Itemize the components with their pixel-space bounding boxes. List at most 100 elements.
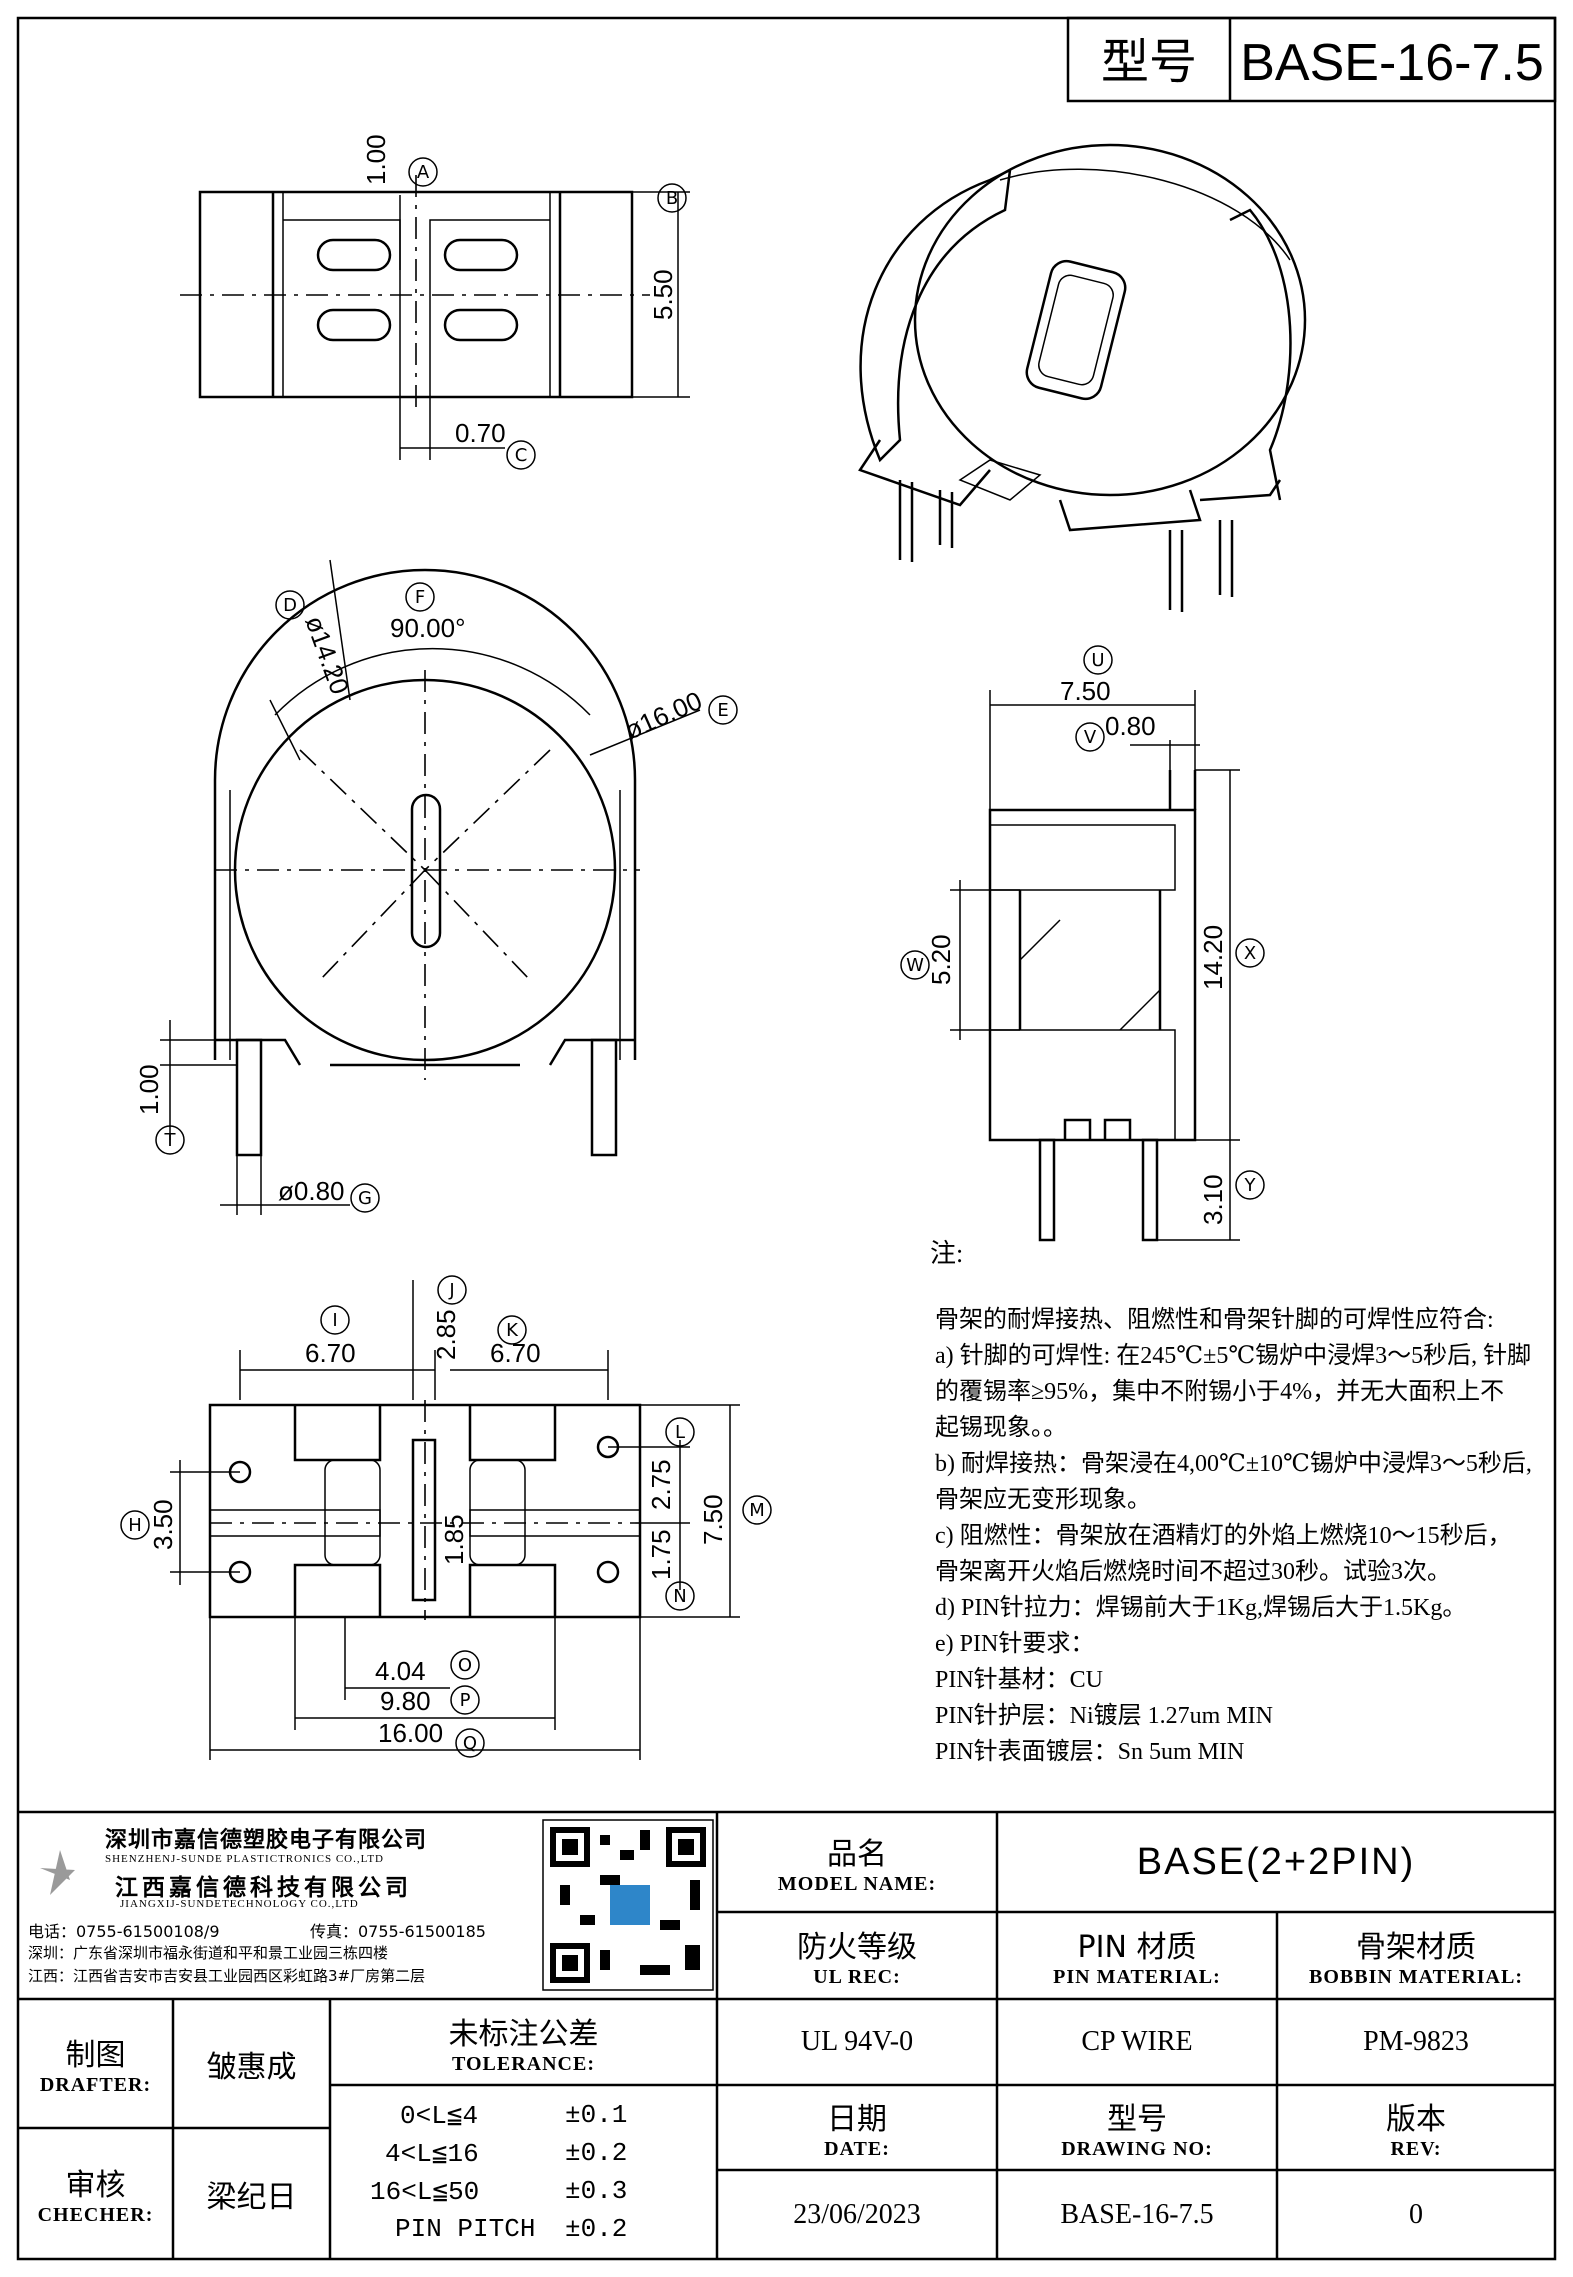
checker-value-cell: 梁纪日 (173, 2128, 330, 2259)
tolerance-header: 未标注公差 TOLERANCE: (330, 1999, 717, 2085)
tol-value-1: ±0.1 (565, 2100, 628, 2130)
note-line: PIN针基材：CU (935, 1667, 1104, 1693)
drawing-no-value-cell: BASE-16-7.5 (997, 2170, 1277, 2259)
bottom-view: 6.70 2.85 6.70 3.50 1.85 2.75 1.75 7.50 … (120, 1275, 772, 1760)
date-en: DATE: (824, 2138, 890, 2160)
spec-table-grid (18, 1810, 1555, 2259)
drafter-value: 皱惠成 (206, 2049, 297, 2085)
bobbin-cn: 骨架材质 (1356, 1930, 1476, 1965)
note-line: e) PIN针要求： (935, 1631, 1095, 1657)
date-header: 日期 DATE: (717, 2085, 997, 2170)
type-label: 型号 (1101, 34, 1197, 90)
dim-bottom-1-75: 1.75 (646, 1529, 676, 1580)
title-block: 型号 BASE-16-7.5 (1066, 16, 1557, 103)
note-line: PIN针护层：Ni镀层 1.27um MIN (935, 1703, 1274, 1729)
company-name-jx: 江西嘉信德科技有限公司 (115, 1875, 412, 1901)
note-line: PIN针表面镀层：Sn 5um MIN (935, 1739, 1245, 1765)
drawing-border (16, 16, 1557, 2261)
balloon-c: C (515, 445, 528, 466)
note-line: a) 针脚的可焊性: 在245℃±5℃锡炉中浸焊3～5秒后, 针脚 (935, 1343, 1532, 1369)
ul-value: UL 94V-0 (800, 2026, 914, 2057)
dim-top-5-50: 5.50 (648, 269, 678, 320)
top-view: 1.00 5.50 0.70 A B C (180, 134, 690, 470)
balloon-k: K (506, 1320, 519, 1341)
company-name-jx-en: JIANGXIJ-SUNDETECHNOLOGY CO.,LTD (120, 1898, 359, 1910)
tol-range-3: 16<L≦50 (370, 2177, 480, 2207)
ul-cn: 防火等级 (797, 1930, 917, 1965)
dim-top-1-00: 1.00 (361, 134, 391, 185)
model-name-cn: 品名 (827, 1836, 887, 1872)
dim-front-1-00: 1.00 (134, 1064, 164, 1115)
balloon-n: N (673, 1586, 686, 1607)
model-name-en: MODEL NAME: (777, 1872, 937, 1895)
bobbin-en: BOBBIN MATERIAL: (1309, 1966, 1523, 1988)
tol-value-3: ±0.3 (565, 2176, 628, 2206)
drawing-no-header: 型号 DRAWING NO: (997, 2085, 1277, 2170)
tol-range-1: 0<L≦4 (400, 2101, 479, 2131)
balloon-e: E (717, 700, 728, 721)
rev-cn: 版本 (1386, 2102, 1446, 2137)
drafter-en: DRAFTER: (39, 2074, 152, 2096)
rev-header: 版本 REV: (1277, 2085, 1555, 2170)
tol-value-2: ±0.2 (565, 2138, 628, 2168)
balloon-o: O (458, 1655, 472, 1676)
checker-header: 审核 CHECHER: (18, 2128, 173, 2259)
dim-bottom-3-50: 3.50 (148, 1499, 178, 1550)
balloon-u: U (1091, 650, 1104, 671)
note-line: 骨架离开火焰后燃烧时间不超过30秒。试验3次。 (935, 1559, 1451, 1585)
date-value-cell: 23/06/2023 (717, 2170, 997, 2259)
balloon-m: M (749, 1500, 765, 1521)
dim-bottom-1-85: 1.85 (439, 1514, 469, 1565)
company-addr-jx: 江西：江西省吉安市吉安县工业园西区彩虹路3#厂房第二层 (28, 1967, 426, 1985)
bobbin-value-cell: PM-9823 (1277, 1999, 1555, 2085)
balloon-v: V (1084, 727, 1097, 748)
front-view: ø14.20 90.00° ø16.00 1.00 ø0.80 D F E T … (134, 559, 738, 1215)
dim-side-3-10: 3.10 (1198, 1174, 1228, 1225)
company-name-sz-en: SHENZHENJ-SUNDE PLASTICTRONICS CO.,LTD (105, 1853, 384, 1865)
dim-bottom-6-70-left: 6.70 (305, 1338, 356, 1368)
pin-cn: PIN 材质 (1077, 1930, 1197, 1965)
dim-side-0-80: 0.80 (1105, 711, 1156, 741)
model-name-value-cell: BASE(2+2PIN) (997, 1812, 1555, 1912)
pin-en: PIN MATERIAL: (1053, 1966, 1221, 1988)
bobbin-header: 骨架材质 BOBBIN MATERIAL: (1277, 1912, 1555, 1999)
note-line: d) PIN针拉力：焊锡前大于1Kg,焊锡后大于1.5Kg。 (935, 1595, 1467, 1621)
note-line: 的覆锡率≥95%，集中不附锡小于4%，并无大面积上不 (935, 1379, 1505, 1405)
note-line: c) 阻燃性：骨架放在酒精灯的外焰上燃烧10～15秒后， (935, 1523, 1512, 1549)
balloon-b: B (666, 188, 678, 209)
dim-bottom-6-70-right: 6.70 (490, 1338, 541, 1368)
dim-top-0-70: 0.70 (455, 418, 506, 448)
dim-bottom-4-04: 4.04 (375, 1656, 426, 1686)
dim-front-dia-0-80: ø0.80 (278, 1176, 345, 1206)
drafter-cn: 制图 (65, 2038, 126, 2073)
ul-value-cell: UL 94V-0 (717, 1999, 997, 2085)
checker-value: 梁纪日 (206, 2179, 297, 2215)
balloon-t: T (164, 1130, 177, 1151)
drafter-value-cell: 皱惠成 (173, 1999, 330, 2128)
balloon-x: X (1244, 943, 1256, 964)
company-addr-sz: 深圳：广东省深圳市福永街道和平和景工业园三栋四楼 (28, 1944, 389, 1962)
pin-value-cell: CP WIRE (997, 1999, 1277, 2085)
balloon-y: Y (1244, 1175, 1257, 1196)
balloon-l: L (675, 1422, 685, 1443)
tolerance-en: TOLERANCE: (452, 2052, 595, 2075)
date-cn: 日期 (827, 2102, 887, 2137)
note-line: b) 耐焊接热：骨架浸在4,00℃±10℃锡炉中浸焊3～5秒后, (935, 1451, 1532, 1477)
checker-en: CHECHER: (37, 2204, 154, 2226)
company-tel: 电话：0755-61500108/9 (28, 1922, 220, 1941)
dim-front-angle: 90.00° (390, 613, 465, 643)
drafter-header: 制图 DRAFTER: (18, 1999, 173, 2128)
dim-bottom-16-00: 16.00 (378, 1718, 443, 1748)
company-name-sz: 深圳市嘉信德塑胶电子有限公司 (105, 1828, 428, 1853)
note-line: 骨架应无变形现象。 (935, 1487, 1151, 1513)
balloon-g: G (358, 1188, 372, 1209)
dim-front-dia-16-00: ø16.00 (620, 685, 706, 745)
tol-range-4: PIN PITCH (395, 2214, 536, 2244)
note-line: 起锡现象。。 (935, 1415, 1067, 1441)
dim-side-5-20: 5.20 (926, 934, 956, 985)
company-fax: 传真：0755-61500185 (310, 1922, 486, 1941)
balloon-a: A (417, 162, 430, 183)
dim-side-14-20: 14.20 (1198, 925, 1228, 990)
isometric-view (858, 143, 1307, 612)
bobbin-value: PM-9823 (1363, 2026, 1469, 2057)
